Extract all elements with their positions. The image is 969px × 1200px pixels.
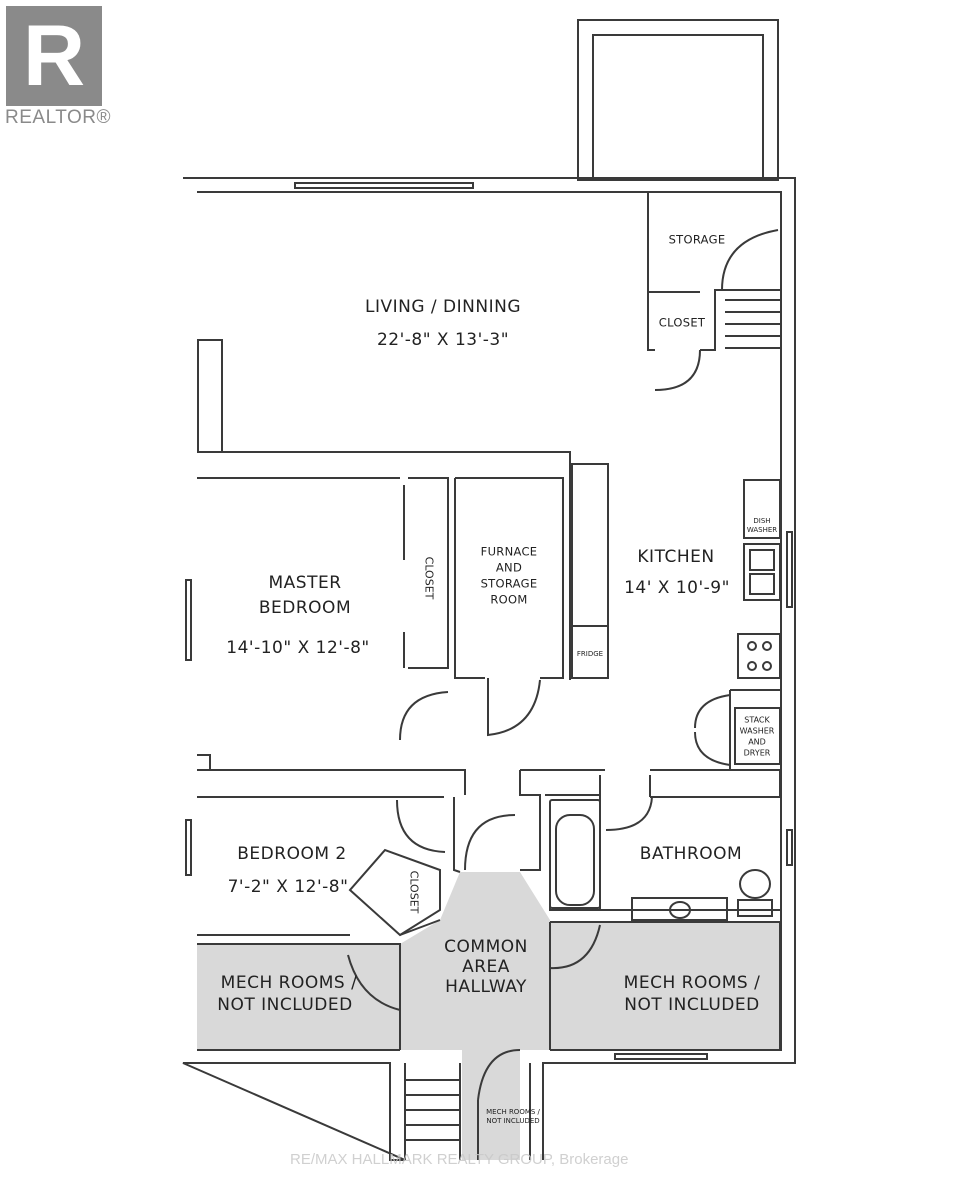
common-label-line2: AREA: [462, 957, 510, 978]
closet-top-label: CLOSET: [658, 315, 706, 330]
common-label-line3: HALLWAY: [445, 977, 527, 998]
toilet-bowl: [739, 869, 771, 899]
master-label-line2: BEDROOM: [258, 598, 352, 619]
sink-basin-2: [749, 573, 775, 595]
bath-walls: [519, 770, 780, 911]
mech-left-door-arc: [347, 954, 401, 1011]
kitchen-column: [571, 463, 609, 627]
master-walls: [197, 477, 564, 795]
mech-right-label-line1: MECH ROOMS /: [623, 973, 761, 994]
common-hallway-area: [400, 872, 550, 1160]
window-bottom: [614, 1053, 708, 1060]
mech-small-label-line2: NOT INCLUDED: [486, 1116, 540, 1125]
pillar-left: [197, 339, 223, 453]
living-room-dims: 22'-8" X 13'-3": [376, 330, 510, 351]
master-dims: 14'-10" X 12'-8": [226, 638, 370, 659]
vanity: [631, 897, 728, 921]
bedroom2-dims: 7'-2" X 12'-8": [227, 877, 349, 898]
bed2-top-wall: [197, 769, 781, 798]
mech-left-walls: [197, 943, 401, 1050]
living-bottom-wall: [222, 451, 571, 680]
mech-left-label-line1: MECH ROOMS /: [220, 973, 358, 994]
dishwasher-box: [743, 479, 781, 539]
dishwasher-label-line2: WASHER: [746, 525, 778, 534]
deck-inner: [592, 34, 764, 181]
laundry-door-arcs: [694, 694, 731, 766]
stack-washer-box: [734, 707, 781, 765]
stair-bottom: [404, 1063, 461, 1160]
toilet-tank: [737, 899, 773, 917]
kitchen-label: KITCHEN: [637, 547, 715, 568]
exterior-wall-outer: [182, 177, 796, 1161]
sink-basin-1: [749, 549, 775, 571]
storage-walls: [647, 192, 780, 351]
window-top: [294, 182, 474, 189]
stove-box: [737, 633, 781, 679]
burner-3: [747, 661, 757, 671]
dishwasher-label-line1: DISH: [753, 516, 771, 525]
mech-small-walls: [477, 1063, 531, 1160]
common-label-line1: COMMON: [444, 937, 528, 958]
stack-label-line2: WASHER: [739, 726, 775, 736]
realtor-logo-letter: R: [22, 8, 86, 104]
mech-small-label-line1: MECH ROOMS /: [486, 1107, 540, 1116]
window-bed2: [185, 819, 192, 876]
bed2-closet-label: CLOSET: [407, 870, 421, 914]
fridge-label: FRIDGE: [576, 649, 604, 658]
master-door-arc: [399, 691, 449, 741]
realtor-logo: R: [6, 6, 102, 106]
mech-right-door-arc: [549, 924, 601, 970]
burner-1: [747, 641, 757, 651]
burner-2: [762, 641, 772, 651]
window-bath: [786, 829, 793, 866]
bed2-right-wall: [453, 797, 461, 873]
exterior-wall-inner: [197, 191, 782, 1051]
bath-door-arc: [605, 796, 653, 831]
bed2-door-arc: [396, 799, 446, 853]
master-label-line1: MASTER: [268, 573, 342, 594]
sink-oval: [669, 901, 691, 919]
stack-label-line4: DRYER: [743, 748, 771, 758]
storage-door-arc: [721, 229, 779, 291]
stair-top: [725, 299, 780, 349]
closet-door-arc: [654, 349, 701, 391]
bathtub-inner: [555, 814, 595, 906]
bathtub: [549, 799, 601, 909]
bed2-closet: [348, 848, 441, 937]
furnace-label-line3: STORAGE: [480, 576, 538, 591]
bed2-bottom-wall: [197, 919, 441, 936]
mech-left-label-line2: NOT INCLUDED: [217, 995, 353, 1016]
window-kitchen: [786, 531, 793, 608]
common-door-arc: [477, 1049, 521, 1101]
mech-room-left-area: [197, 944, 400, 1050]
burner-4: [762, 661, 772, 671]
bedroom2-label: BEDROOM 2: [237, 844, 347, 865]
master-closet-label: CLOSET: [422, 556, 436, 600]
brokerage-watermark: RE/MAX HALLMARK REALTY GROUP, Brokerage: [290, 1151, 629, 1168]
deck-outer: [577, 19, 779, 181]
kitchen-dims: 14' X 10'-9": [624, 578, 730, 599]
furnace-label-line1: FURNACE: [480, 544, 538, 559]
window-master: [185, 579, 192, 661]
living-room-label: LIVING / DINNING: [365, 297, 521, 318]
storage-label: STORAGE: [668, 232, 726, 247]
bathroom-label: BATHROOM: [639, 844, 743, 865]
realtor-logo-text: REALTOR®: [5, 107, 111, 128]
stack-label-line3: AND: [748, 737, 766, 747]
hall-door-arc: [464, 814, 516, 871]
stack-label-line1: STACK: [744, 715, 770, 725]
fridge-box: [571, 625, 609, 679]
mech-right-label-line2: NOT INCLUDED: [624, 995, 760, 1016]
mech-room-right-area: [550, 922, 780, 1050]
mech-right-walls: [549, 921, 781, 1050]
furnace-label-line2: AND: [495, 560, 523, 575]
furnace-door-arc: [487, 678, 541, 737]
furnace-label-line4: ROOM: [490, 592, 528, 607]
sink-box: [743, 543, 781, 601]
